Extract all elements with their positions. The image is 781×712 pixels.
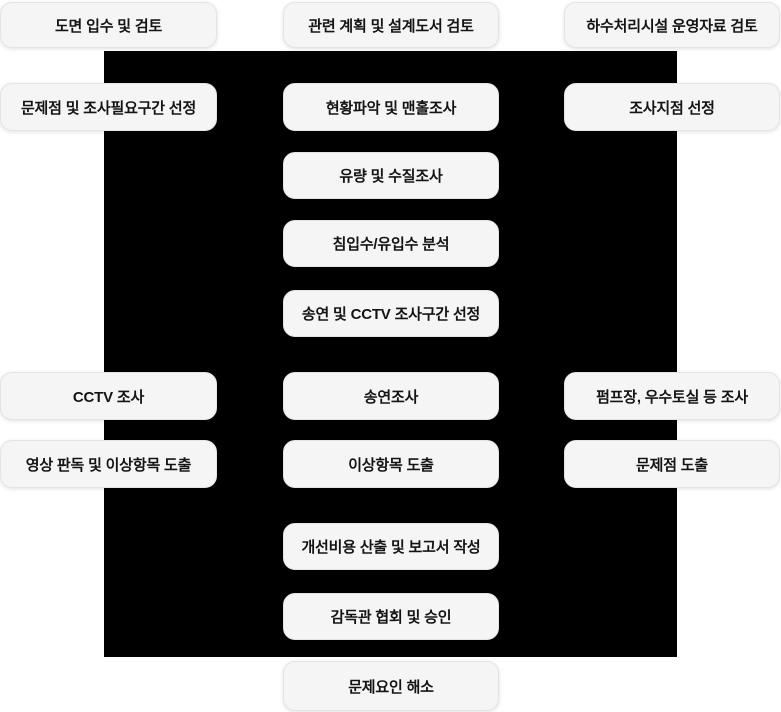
step-infiltration-inflow-analysis: 침입수/유입수 분석 <box>283 220 499 267</box>
step-smoke-cctv-section-selection: 송연 및 CCTV 조사구간 선정 <box>283 290 499 337</box>
step-status-manhole-survey: 현황파악 및 맨홀조사 <box>283 83 499 131</box>
step-cost-estimation-report: 개선비용 산출 및 보고서 작성 <box>283 523 499 570</box>
step-flow-water-quality-survey: 유량 및 수질조사 <box>283 152 499 199</box>
step-drawing-acquisition-review: 도면 입수 및 검토 <box>0 2 217 48</box>
step-video-reading-issue-detection: 영상 판독 및 이상항목 도출 <box>0 440 217 488</box>
step-supervisor-approval: 감독관 협회 및 승인 <box>283 593 499 640</box>
step-survey-point-selection: 조사지점 선정 <box>564 83 780 131</box>
step-problem-identification: 문제점 도출 <box>564 440 780 488</box>
step-issue-identification: 이상항목 도출 <box>283 440 499 488</box>
step-problem-section-selection: 문제점 및 조사필요구간 선정 <box>0 83 217 131</box>
step-plan-design-doc-review: 관련 계획 및 설계도서 검토 <box>283 2 499 48</box>
step-pump-station-survey: 펌프장, 우수토실 등 조사 <box>564 372 780 420</box>
step-treatment-plant-data-review: 하수처리시설 운영자료 검토 <box>564 2 780 48</box>
step-problem-resolution: 문제요인 해소 <box>283 661 499 711</box>
step-smoke-survey: 송연조사 <box>283 372 499 420</box>
step-cctv-survey: CCTV 조사 <box>0 372 217 420</box>
